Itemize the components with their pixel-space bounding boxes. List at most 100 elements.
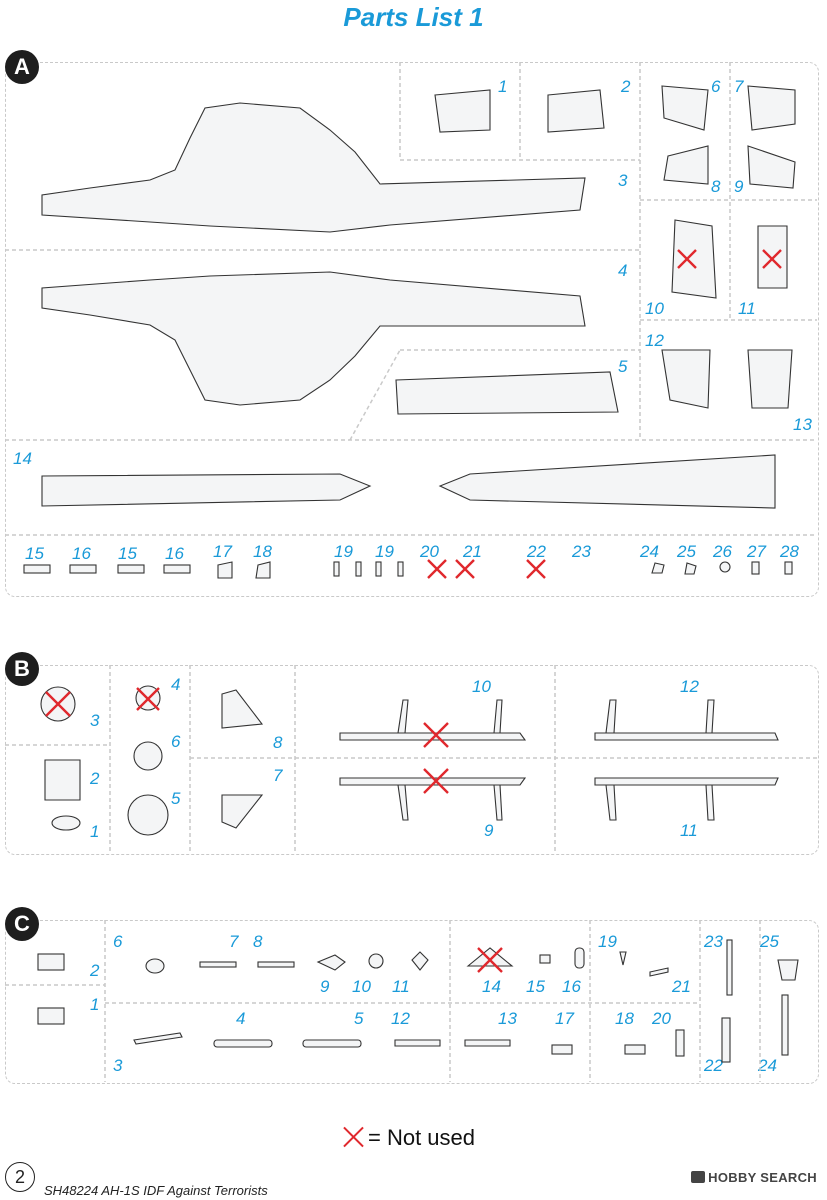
fin-a7 <box>747 85 796 131</box>
part-c4: 4 <box>236 1009 246 1028</box>
part-c2: 2 <box>90 961 100 980</box>
part-c10: 10 <box>352 977 371 996</box>
part-a7: 7 <box>734 77 744 96</box>
part-b7: 7 <box>273 766 283 785</box>
fuselage-left-half <box>41 102 586 233</box>
part-c16: 16 <box>562 977 581 996</box>
part-c14-shape <box>466 947 514 967</box>
fin-a6 <box>661 85 709 131</box>
part-b11: 11 <box>680 821 698 840</box>
part-a3: 3 <box>618 171 628 190</box>
part-a24: 24 <box>640 542 659 561</box>
part-b5: 5 <box>171 789 181 808</box>
skid-b10 <box>339 699 527 741</box>
part-c13: 13 <box>498 1009 517 1028</box>
part-a17: 17 <box>213 542 232 561</box>
part-c9: 9 <box>320 977 330 996</box>
part-c8: 8 <box>253 932 263 951</box>
part-c24: 24 <box>758 1056 777 1075</box>
part-c22: 22 <box>704 1056 723 1075</box>
part-b9: 9 <box>484 821 494 840</box>
sprue-a-badge: A <box>5 50 39 84</box>
part-b3: 3 <box>90 711 100 730</box>
part-a27: 27 <box>747 542 766 561</box>
part-c3: 3 <box>113 1056 123 1075</box>
part-outlines <box>23 85 799 1063</box>
part-b12: 12 <box>680 677 699 696</box>
panel-a13 <box>747 349 793 409</box>
sprue-a-frame <box>5 62 819 597</box>
part-a5: 5 <box>618 357 628 376</box>
fin-a9 <box>747 145 796 189</box>
sprue-c-badge: C <box>5 907 39 941</box>
part-c18: 18 <box>615 1009 634 1028</box>
fin-a2 <box>547 89 605 133</box>
part-c19: 19 <box>598 932 617 951</box>
part-a6: 6 <box>711 77 721 96</box>
part-c7: 7 <box>229 932 239 951</box>
part-a26: 26 <box>713 542 732 561</box>
fin-a1 <box>434 89 491 133</box>
part-c17: 17 <box>555 1009 574 1028</box>
part-b8-shape <box>221 689 264 729</box>
part-c1: 1 <box>90 995 100 1014</box>
part-a9: 9 <box>734 177 744 196</box>
panel-a10 <box>671 219 717 299</box>
fin-a8 <box>663 145 709 185</box>
part-a4: 4 <box>618 261 628 280</box>
panel-a12 <box>661 349 711 409</box>
part-a1: 1 <box>498 77 508 96</box>
part-a8: 8 <box>711 177 721 196</box>
part-a2: 2 <box>621 77 631 96</box>
part-c6: 6 <box>113 932 123 951</box>
part-a15: 15 <box>25 544 44 563</box>
sprue-runners <box>5 62 817 1082</box>
part-a10: 10 <box>645 299 664 318</box>
watermark: HOBBY SEARCH <box>691 1170 817 1185</box>
kit-name: SH48224 AH-1S IDF Against Terrorists <box>44 1183 268 1198</box>
part-a16: 16 <box>72 544 91 563</box>
part-a25: 25 <box>677 542 696 561</box>
legend-text: = Not used <box>368 1125 476 1150</box>
hobby-search-logo-icon <box>691 1171 706 1183</box>
part-a12: 12 <box>645 331 664 350</box>
skid-b11 <box>594 777 779 821</box>
part-c14: 14 <box>482 977 501 996</box>
part-b8: 8 <box>273 733 283 752</box>
page-number: 2 <box>5 1162 35 1192</box>
skid-b12 <box>594 699 779 741</box>
part-b1: 1 <box>90 822 100 841</box>
part-b2-shape <box>44 759 81 801</box>
part-a20: 20 <box>420 542 439 561</box>
watermark-text: HOBBY SEARCH <box>708 1170 817 1185</box>
part-a21: 21 <box>463 542 482 561</box>
not-used-marks <box>45 249 782 973</box>
fuselage-right-half <box>41 271 586 406</box>
part-b2: 2 <box>90 769 100 788</box>
page-title: Parts List 1 <box>343 2 484 32</box>
tail-boom-part <box>395 371 619 415</box>
part-a11: 11 <box>738 299 756 318</box>
part-c11: 11 <box>392 977 410 996</box>
sprue-b-frame <box>5 665 819 855</box>
part-a18: 18 <box>253 542 272 561</box>
part-a13: 13 <box>793 415 812 434</box>
part-a16b: 16 <box>165 544 184 563</box>
part-c5: 5 <box>354 1009 364 1028</box>
not-used-x-icon <box>342 1126 364 1148</box>
part-c21: 21 <box>672 977 691 996</box>
part-a15b: 15 <box>118 544 137 563</box>
part-b7-shape <box>221 794 264 829</box>
part-c20: 20 <box>652 1009 671 1028</box>
legend: = Not used <box>342 1125 475 1151</box>
part-a28: 28 <box>780 542 799 561</box>
part-a19b: 19 <box>375 542 394 561</box>
sprue-b-badge: B <box>5 652 39 686</box>
part-a19: 19 <box>334 542 353 561</box>
sprue-c-frame <box>5 920 819 1084</box>
part-c12: 12 <box>391 1009 410 1028</box>
part-a22: 22 <box>527 542 546 561</box>
part-c15: 15 <box>526 977 545 996</box>
part-b6: 6 <box>171 732 181 751</box>
